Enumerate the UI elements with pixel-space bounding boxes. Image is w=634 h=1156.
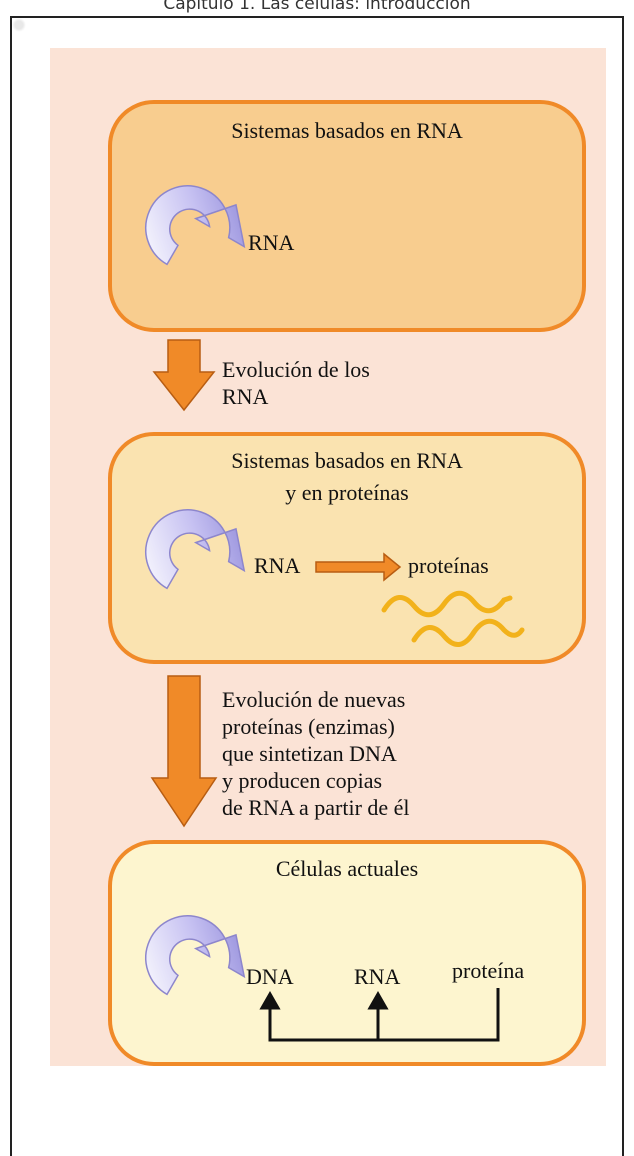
page-header: Capítulo 1. Las células: introducción (163, 0, 471, 14)
self-replication-cycle-icon (129, 898, 261, 1025)
rna-label: RNA (354, 964, 401, 989)
evolution-text-2: Evolución de nuevas proteínas (enzimas) … (222, 687, 410, 820)
rna-label: RNA (254, 553, 301, 578)
current-cells-title: Células actuales (275, 856, 419, 881)
stage-current-cells-box (108, 840, 586, 1066)
stage-rna-protein-systems-box (108, 432, 586, 664)
stage-rna-systems-box (108, 100, 586, 332)
corner-mark (12, 18, 26, 32)
evolution-text-1: Evolución de los RNA (222, 357, 370, 409)
protein-label: proteína (452, 958, 525, 983)
stage-rna-protein-title-line2: y en proteínas (285, 480, 409, 505)
stage-rna-systems-title: Sistemas basados en RNA (231, 118, 463, 143)
protein-strand-icon (381, 590, 525, 647)
proteins-label: proteínas (408, 553, 489, 578)
figure-frame (10, 16, 624, 1156)
self-replication-cycle-icon (129, 492, 261, 619)
dna-label: DNA (246, 964, 294, 989)
stage-rna-protein-title-line1: Sistemas basados en RNA (231, 448, 463, 473)
information-flow-lines (259, 988, 500, 1042)
translation-arrow (315, 552, 402, 582)
self-replication-cycle-icon (129, 168, 261, 295)
rna-label: RNA (248, 230, 295, 255)
evolution-arrow-2 (150, 675, 218, 828)
evolution-arrow-1 (152, 339, 216, 412)
